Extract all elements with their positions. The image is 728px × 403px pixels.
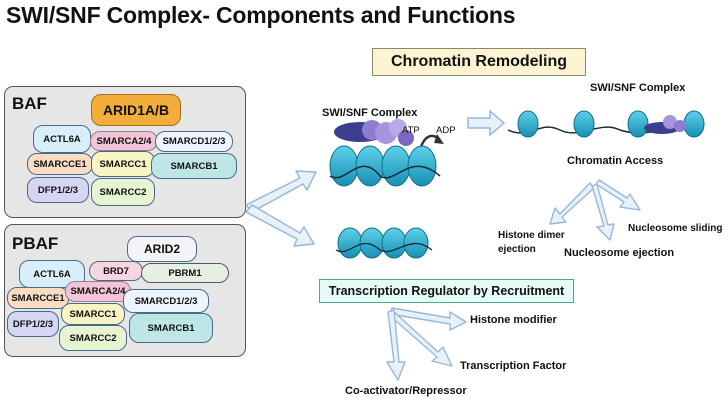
transcription-regulator-box: Transcription Regulator by Recruitment [319, 279, 574, 303]
fork-arrows [245, 170, 317, 247]
baf-chip-smarcb1: SMARCB1 [151, 153, 237, 179]
left-complex-icon [334, 119, 414, 146]
histone-dimer-ejection-label: Histone dimer ejection [498, 230, 565, 255]
arrow-to-remodeling [245, 170, 317, 213]
baf-chip-actl6a: ACTL6A [33, 125, 91, 153]
complex-label-right: SWI/SNF Complex [590, 82, 686, 94]
pbaf-chip-arid2: ARID2 [127, 236, 197, 262]
chromatin-remodeling-box: Chromatin Remodeling [372, 48, 586, 76]
page-title: SWI/SNF Complex- Components and Function… [6, 2, 516, 28]
pbaf-panel: PBAF ARID2 ACTL6A BRD7 PBRM1 SMARCCE1 SM… [4, 224, 246, 357]
pbaf-chip-pbrm1: PBRM1 [141, 263, 229, 283]
right-complex-icon [644, 115, 686, 134]
coactivator-label: Co-activator/Repressor [345, 385, 467, 397]
baf-chip-smarcc2: SMARCC2 [91, 178, 155, 206]
pbaf-label: PBAF [12, 234, 59, 253]
pbaf-chip-smarcc2: SMARCC2 [59, 325, 127, 351]
nucleosome-ejection-label: Nucleosome ejection [564, 247, 675, 259]
pbaf-chip-smarcb1: SMARCB1 [129, 313, 213, 343]
baf-chip-arid1ab: ARID1A/B [91, 94, 181, 126]
atp-label: ATP [402, 125, 420, 136]
baf-chip-smarcd123: SMARCD1/2/3 [155, 131, 233, 152]
adp-label: ADP [436, 125, 456, 136]
nucleosome-sliding-label: Nucleosome sliding [628, 223, 723, 234]
chromatin-access-label: Chromatin Access [567, 155, 664, 167]
pbaf-chip-smarcc1: SMARCC1 [61, 303, 125, 325]
baf-chip-dfp123: DFP1/2/3 [27, 177, 89, 203]
pbaf-chip-dfp123: DFP1/2/3 [7, 311, 59, 337]
pbaf-chip-smarcd123: SMARCD1/2/3 [123, 289, 209, 313]
baf-label: BAF [12, 94, 47, 113]
right-nucleosomes [517, 110, 705, 138]
baf-panel: BAF ARID1A/B ACTL6A SMARCA2/4 SMARCD1/2/… [4, 86, 246, 218]
transcription-factor-label: Transcription Factor [460, 360, 567, 372]
baf-chip-smarcc1: SMARCC1 [91, 151, 155, 177]
access-arrows [549, 179, 641, 241]
complex-label-left: SWI/SNF Complex [322, 107, 418, 119]
recruitment-arrows [386, 307, 467, 381]
arrow-right [467, 109, 506, 137]
histone-modifier-label: Histone modifier [470, 314, 557, 326]
arrow-to-recruitment [245, 204, 315, 247]
